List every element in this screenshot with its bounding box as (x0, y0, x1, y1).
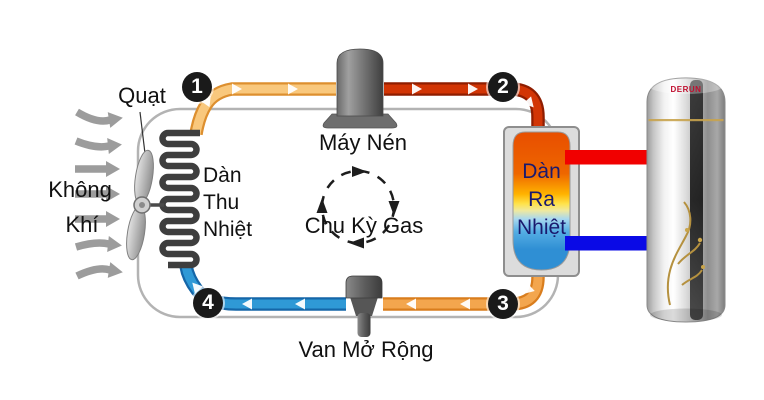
gas-cycle-label: Chu Kỳ Gas (304, 213, 424, 238)
pipe-evaporator-to-compressor (189, 82, 336, 136)
condenser-label-line3: Nhiệt (516, 216, 567, 239)
condenser-label-line1: Dàn (522, 160, 561, 183)
air-flow-arrows (74, 108, 123, 280)
air-label-line1: Không (48, 177, 112, 202)
compressor-label: Máy Nén (318, 130, 408, 155)
condenser-label-line2: Ra (528, 188, 555, 211)
condenser-tank (503, 126, 580, 277)
tank-brand-logo: DERUN (670, 85, 702, 94)
evaporator-label: Dàn Thu Nhiệt (203, 162, 252, 243)
step-badge-2: 2 (488, 72, 518, 102)
water-tank (646, 77, 726, 323)
expansion-valve (345, 275, 383, 337)
pipe-valve-to-evaporator (179, 264, 346, 311)
evaporator-label-line3: Nhiệt (203, 218, 253, 241)
step-badge-4: 4 (193, 288, 223, 318)
gas-cycle-icon (316, 166, 400, 249)
evaporator-label-line1: Dàn (203, 164, 242, 187)
step-badge-3: 3 (488, 289, 518, 319)
compressor (322, 48, 398, 129)
condenser-label: Dàn Ra Nhiệt (511, 158, 572, 242)
evaporator-label-line2: Thu (203, 191, 240, 214)
hot-water-pipe (565, 150, 653, 165)
expansion-valve-label: Van Mở Rộng (298, 337, 434, 362)
air-label-line2: Khí (65, 212, 99, 237)
evaporator-coil (159, 129, 200, 269)
tank-floral-decoration (666, 201, 703, 306)
fan (126, 111, 164, 261)
cold-water-pipe (565, 236, 653, 251)
fan-label: Quạt (118, 83, 166, 108)
step-badge-1: 1 (182, 72, 212, 102)
